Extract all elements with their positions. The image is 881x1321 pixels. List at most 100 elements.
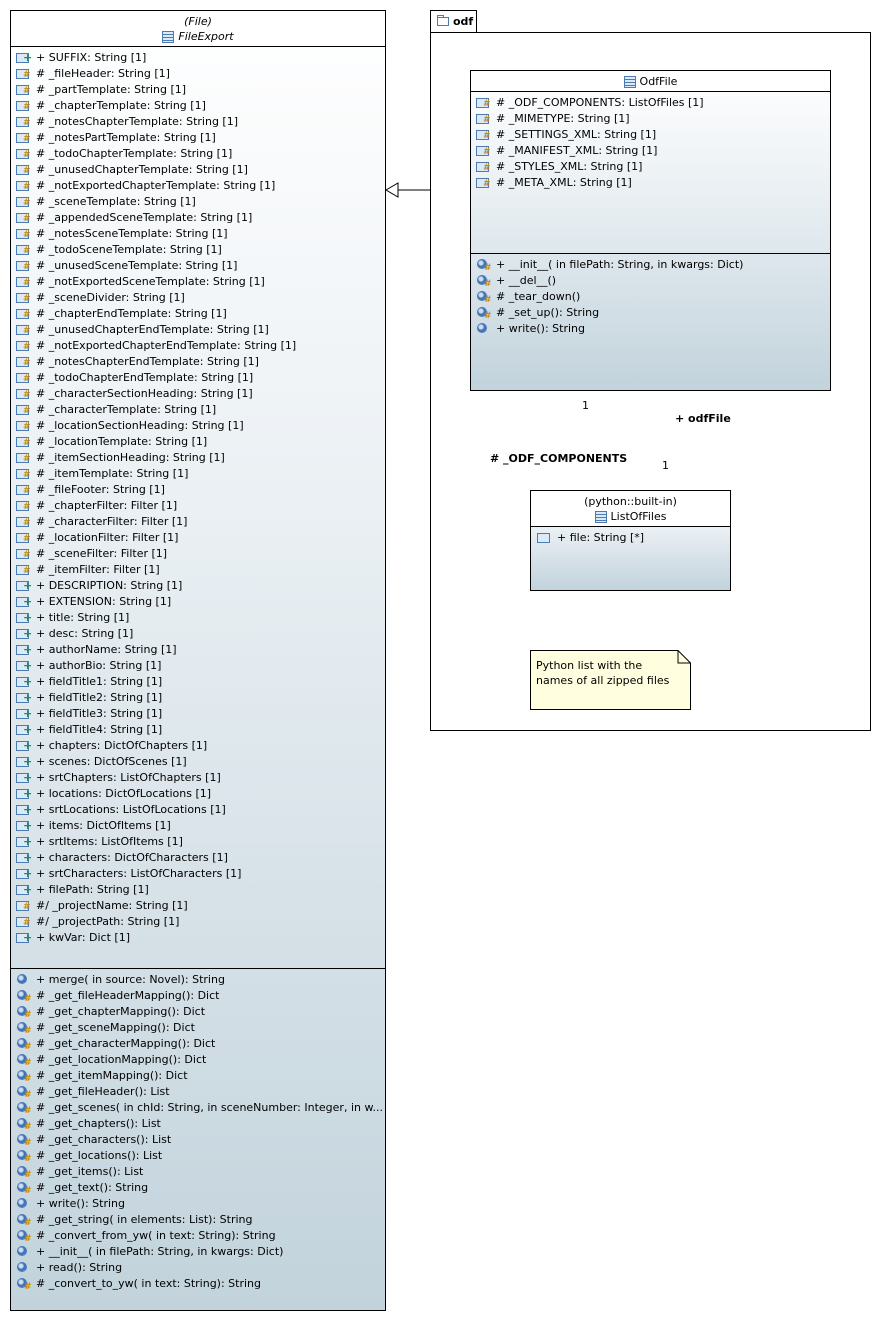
operation-row[interactable]: + __init__( in filePath: String, in kwar… [16, 1244, 385, 1260]
attribute-row[interactable]: + srtChapters: ListOfChapters [1] [16, 770, 385, 786]
attribute-row[interactable]: # _characterFilter: Filter [1] [16, 514, 385, 531]
class-icon [623, 75, 636, 88]
attribute-row[interactable]: # _unusedSceneTemplate: String [1] [16, 258, 385, 275]
attribute-row[interactable]: # _characterTemplate: String [1] [16, 402, 385, 419]
attribute-row[interactable]: + file: String [*] [537, 530, 730, 546]
operation-row[interactable]: # _get_items(): List [16, 1164, 385, 1183]
attribute-row[interactable]: # _chapterFilter: Filter [1] [16, 498, 385, 515]
attribute-row[interactable]: # _locationFilter: Filter [1] [16, 530, 385, 547]
attribute-row[interactable]: # _todoChapterEndTemplate: String [1] [16, 370, 385, 387]
attribute-row[interactable]: # _ODF_COMPONENTS: ListOfFiles [1] [476, 95, 830, 112]
operation-text: # _get_sceneMapping(): Dict [36, 1021, 195, 1034]
attribute-row[interactable]: # _unusedChapterEndTemplate: String [1] [16, 322, 385, 339]
package-tab[interactable]: odf [430, 10, 477, 32]
attribute-row[interactable]: # _MIMETYPE: String [1] [476, 111, 830, 128]
operation-row[interactable]: # _convert_from_yw( in text: String): St… [16, 1228, 385, 1247]
attribute-row[interactable]: # _locationSectionHeading: String [1] [16, 418, 385, 435]
attribute-row[interactable]: + DESCRIPTION: String [1] [16, 578, 385, 594]
operation-row[interactable]: # _set_up(): String [476, 305, 830, 324]
attribute-row[interactable]: # _SETTINGS_XML: String [1] [476, 127, 830, 144]
operation-row[interactable]: + read(): String [16, 1260, 385, 1276]
attribute-row[interactable]: + srtCharacters: ListOfCharacters [1] [16, 866, 385, 882]
attribute-row[interactable]: # _STYLES_XML: String [1] [476, 159, 830, 176]
operation-row[interactable]: + __init__( in filePath: String, in kwar… [476, 257, 830, 276]
attribute-row[interactable]: + fieldTitle4: String [1] [16, 722, 385, 738]
attribute-row[interactable]: #/ _projectPath: String [1] [16, 914, 385, 931]
attribute-row[interactable]: + scenes: DictOfScenes [1] [16, 754, 385, 770]
public-attribute-icon [16, 850, 32, 866]
operation-row[interactable]: # _get_sceneMapping(): Dict [16, 1020, 385, 1039]
attribute-row[interactable]: + fieldTitle3: String [1] [16, 706, 385, 722]
attribute-row[interactable]: # _notExportedSceneTemplate: String [1] [16, 274, 385, 291]
attribute-row[interactable]: + SUFFIX: String [1] [16, 50, 385, 66]
attribute-row[interactable]: # _notExportedChapterTemplate: String [1… [16, 178, 385, 195]
attribute-row[interactable]: # _fileFooter: String [1] [16, 482, 385, 499]
attribute-row[interactable]: # _itemFilter: Filter [1] [16, 562, 385, 579]
attribute-row[interactable]: + authorName: String [1] [16, 642, 385, 658]
protected-attribute-icon [16, 243, 30, 259]
class-list-of-files[interactable]: (python::built-in) ListOfFiles + file: S… [530, 490, 731, 591]
operation-row[interactable]: # _get_locationMapping(): Dict [16, 1052, 385, 1071]
attribute-row[interactable]: + items: DictOfItems [1] [16, 818, 385, 834]
attribute-row[interactable]: # _itemTemplate: String [1] [16, 466, 385, 483]
class-name-row: OdfFile [471, 74, 830, 89]
operation-row[interactable]: # _get_text(): String [16, 1180, 385, 1199]
attribute-row[interactable]: + authorBio: String [1] [16, 658, 385, 674]
attribute-row[interactable]: # _chapterTemplate: String [1] [16, 98, 385, 115]
operation-row[interactable]: + merge( in source: Novel): String [16, 972, 385, 988]
operation-row[interactable]: # _get_locations(): List [16, 1148, 385, 1167]
operation-row[interactable]: # _get_fileHeader(): List [16, 1084, 385, 1103]
attribute-row[interactable]: # _fileHeader: String [1] [16, 66, 385, 83]
attribute-row[interactable]: # _notExportedChapterEndTemplate: String… [16, 338, 385, 355]
attribute-row[interactable]: # _MANIFEST_XML: String [1] [476, 143, 830, 160]
operation-row[interactable]: # _get_string( in elements: List): Strin… [16, 1212, 385, 1231]
attribute-row[interactable]: # _todoChapterTemplate: String [1] [16, 146, 385, 163]
attribute-row[interactable]: + title: String [1] [16, 610, 385, 626]
attribute-row[interactable]: # _locationTemplate: String [1] [16, 434, 385, 451]
attribute-row[interactable]: # _META_XML: String [1] [476, 175, 830, 192]
attribute-row[interactable]: # _sceneDivider: String [1] [16, 290, 385, 307]
attribute-row[interactable]: #/ _projectName: String [1] [16, 898, 385, 915]
attribute-row[interactable]: + fieldTitle2: String [1] [16, 690, 385, 706]
operation-row[interactable]: # _get_characters(): List [16, 1132, 385, 1151]
public-attribute-icon [16, 930, 32, 946]
note[interactable]: Python list with the names of all zipped… [530, 650, 691, 710]
operation-row[interactable]: # _get_chapters(): List [16, 1116, 385, 1135]
operation-row[interactable]: + write(): String [476, 321, 830, 337]
attribute-row[interactable]: # _partTemplate: String [1] [16, 82, 385, 99]
attribute-row[interactable]: + desc: String [1] [16, 626, 385, 642]
attribute-row[interactable]: # _characterSectionHeading: String [1] [16, 386, 385, 403]
attribute-row[interactable]: # _todoSceneTemplate: String [1] [16, 242, 385, 259]
protected-attribute-icon [16, 899, 30, 915]
operation-row[interactable]: # _convert_to_yw( in text: String): Stri… [16, 1276, 385, 1295]
attribute-row[interactable]: + fieldTitle1: String [1] [16, 674, 385, 690]
attribute-row[interactable]: + EXTENSION: String [1] [16, 594, 385, 610]
operation-row[interactable]: # _get_chapterMapping(): Dict [16, 1004, 385, 1023]
attribute-row[interactable]: # _notesChapterTemplate: String [1] [16, 114, 385, 131]
operation-row[interactable]: + __del__() [476, 273, 830, 292]
attribute-row[interactable]: # _notesSceneTemplate: String [1] [16, 226, 385, 243]
operation-row[interactable]: # _tear_down() [476, 289, 830, 308]
attribute-row[interactable]: + characters: DictOfCharacters [1] [16, 850, 385, 866]
attribute-row[interactable]: # _notesPartTemplate: String [1] [16, 130, 385, 147]
operation-row[interactable]: # _get_itemMapping(): Dict [16, 1068, 385, 1087]
class-file-export[interactable]: (File) FileExport + SUFFIX: String [1]# … [10, 10, 386, 1311]
attribute-row[interactable]: + locations: DictOfLocations [1] [16, 786, 385, 802]
operation-row[interactable]: # _get_characterMapping(): Dict [16, 1036, 385, 1055]
attribute-row[interactable]: + srtLocations: ListOfLocations [1] [16, 802, 385, 818]
attribute-row[interactable]: + filePath: String [1] [16, 882, 385, 898]
class-odf-file[interactable]: OdfFile # _ODF_COMPONENTS: ListOfFiles [… [470, 70, 831, 391]
attribute-row[interactable]: # _appendedSceneTemplate: String [1] [16, 210, 385, 227]
attribute-row[interactable]: # _chapterEndTemplate: String [1] [16, 306, 385, 323]
attribute-row[interactable]: + srtItems: ListOfItems [1] [16, 834, 385, 850]
attribute-row[interactable]: # _itemSectionHeading: String [1] [16, 450, 385, 467]
operation-row[interactable]: + write(): String [16, 1196, 385, 1212]
attribute-row[interactable]: + kwVar: Dict [1] [16, 930, 385, 946]
attribute-row[interactable]: # _sceneTemplate: String [1] [16, 194, 385, 211]
attribute-row[interactable]: # _notesChapterEndTemplate: String [1] [16, 354, 385, 371]
operation-row[interactable]: # _get_scenes( in chId: String, in scene… [16, 1100, 385, 1119]
operation-row[interactable]: # _get_fileHeaderMapping(): Dict [16, 988, 385, 1007]
attribute-row[interactable]: # _sceneFilter: Filter [1] [16, 546, 385, 563]
attribute-row[interactable]: # _unusedChapterTemplate: String [1] [16, 162, 385, 179]
attribute-row[interactable]: + chapters: DictOfChapters [1] [16, 738, 385, 754]
